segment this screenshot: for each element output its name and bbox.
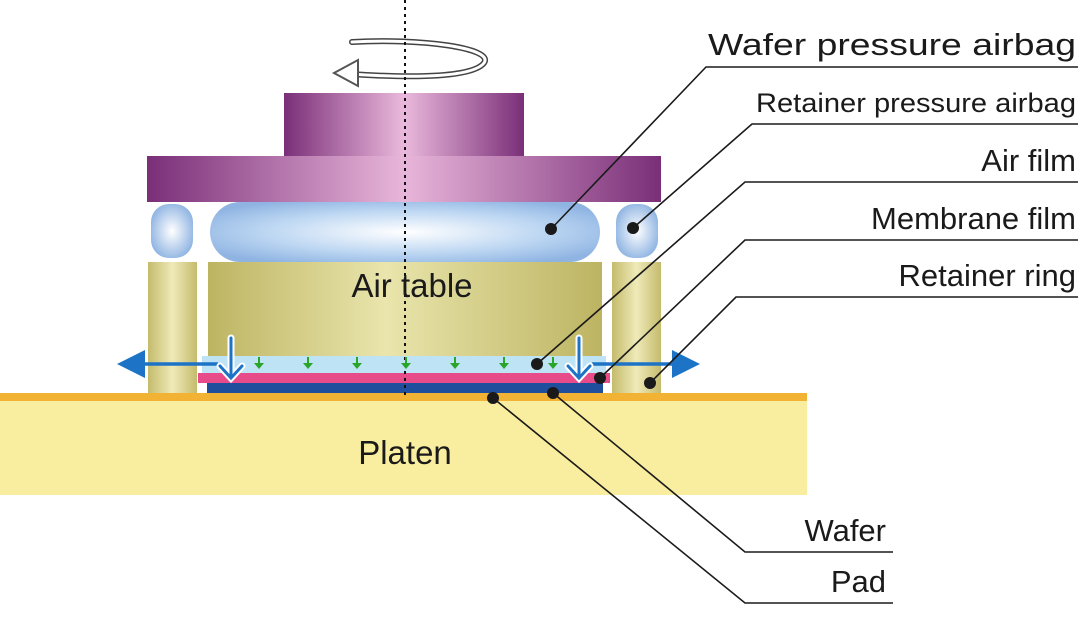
leader-pad xyxy=(492,397,893,604)
leader-retainer-ring xyxy=(649,296,1078,384)
pad xyxy=(0,393,807,401)
label-air-table: Air table xyxy=(351,267,472,304)
dot-retainer-ring xyxy=(644,377,656,389)
dot-air-film xyxy=(531,358,543,370)
dot-wafer xyxy=(547,387,559,399)
retainer-ring-left xyxy=(148,262,197,393)
down-pressure-arrow-icon xyxy=(216,334,594,384)
label-wafer-pressure-airbag: Wafer pressure airbag xyxy=(708,27,1076,62)
rotation-arrow-icon xyxy=(331,38,489,88)
head-top xyxy=(284,93,524,156)
air-film-pressure-arrows xyxy=(254,357,558,369)
label-retainer-pressure-airbag: Retainer pressure airbag xyxy=(756,88,1076,118)
dot-membrane-film xyxy=(594,372,606,384)
platen xyxy=(0,400,807,495)
dot-wafer-pressure-airbag xyxy=(545,223,557,235)
label-platen: Platen xyxy=(358,434,452,471)
label-air-film: Air film xyxy=(981,143,1076,178)
label-membrane-film: Membrane film xyxy=(871,201,1076,236)
retainer-pressure-airbag-left xyxy=(151,204,193,258)
callout-leaders xyxy=(492,66,1078,604)
label-pad: Pad xyxy=(831,564,886,599)
dot-pad xyxy=(487,392,499,404)
leader-air-film xyxy=(536,181,1078,365)
label-retainer-ring: Retainer ring xyxy=(899,258,1076,293)
dot-retainer-pressure-airbag xyxy=(627,222,639,234)
leader-membrane-film xyxy=(599,239,1078,379)
label-wafer: Wafer xyxy=(804,513,886,548)
leader-wafer-pressure-airbag xyxy=(550,66,1078,230)
leader-retainer-pressure-airbag xyxy=(632,123,1078,229)
leader-wafer xyxy=(552,392,893,553)
